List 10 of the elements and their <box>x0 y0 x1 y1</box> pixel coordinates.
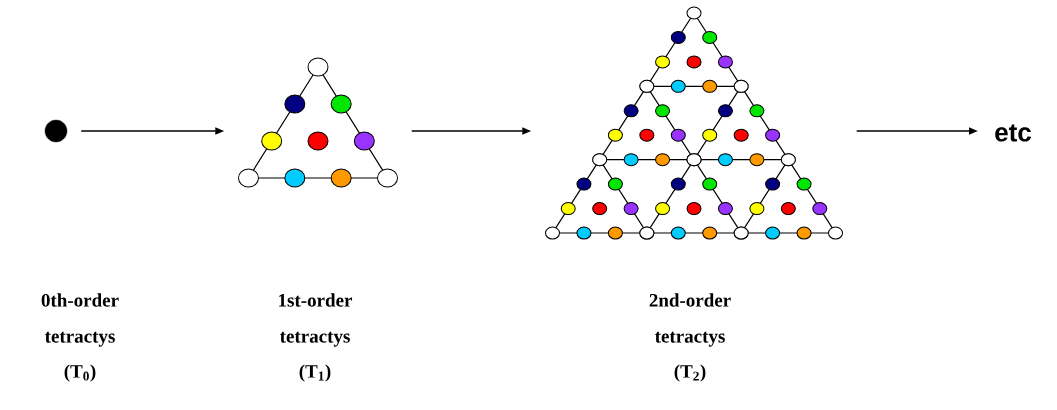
etc-label: etc <box>995 124 1032 142</box>
node-label: 0th-order tetractys <box>41 293 119 347</box>
dot <box>44 119 68 143</box>
tetractys-drawing <box>238 57 398 188</box>
node-label: 2nd-order tetractys <box>649 293 731 347</box>
node-label: (T$_{0}$) <box>64 364 96 382</box>
node-label: (T$_{2}$) <box>674 364 706 382</box>
node-label: (T$_{1}$) <box>299 364 331 382</box>
tetractys-drawing <box>545 6 843 240</box>
node-label: 1st-order tetractys <box>279 293 353 347</box>
